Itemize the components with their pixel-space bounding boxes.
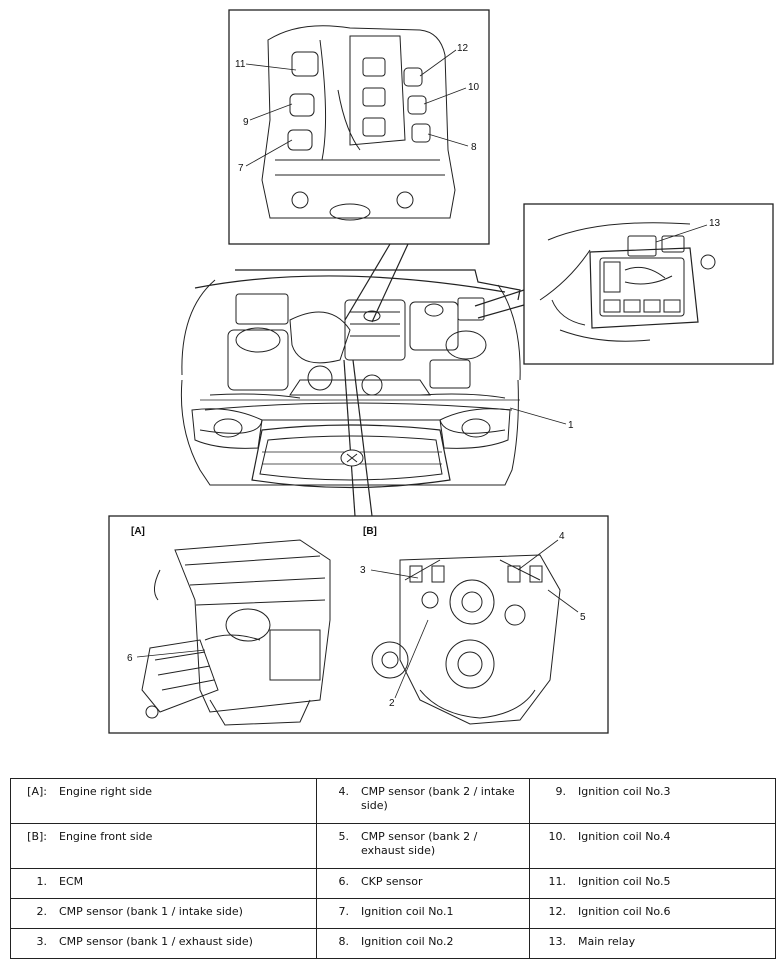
legend-text: CMP sensor (bank 1 / intake side) bbox=[59, 905, 243, 918]
legend-key: 13. bbox=[548, 935, 567, 948]
callout-leaders bbox=[136, 49, 708, 699]
legend-key: 7. bbox=[338, 905, 350, 918]
callout-8: 8 bbox=[471, 142, 477, 153]
legend-text: Ignition coil No.1 bbox=[361, 905, 454, 918]
legend-row: 3. CMP sensor (bank 1 / exhaust side) 8. I… bbox=[10, 928, 776, 959]
legend-row: 2. CMP sensor (bank 1 / intake side) 7. Ig… bbox=[10, 898, 776, 929]
legend-text: CMP sensor (bank 2 / exhaust side) bbox=[361, 830, 478, 857]
legend-text: Ignition coil No.2 bbox=[361, 935, 454, 948]
callout-12: 12 bbox=[457, 43, 469, 54]
legend-table: [A]: Engine right side 4. CMP sensor (bank… bbox=[10, 778, 776, 959]
legend-text: Engine right side bbox=[59, 785, 153, 798]
legend-text: CKP sensor bbox=[361, 875, 423, 888]
inset-tag-b: [B] bbox=[363, 526, 377, 537]
callout-4: 4 bbox=[559, 531, 565, 542]
legend-text: CMP sensor (bank 2 / intake side) bbox=[361, 785, 515, 812]
callout-3: 3 bbox=[360, 565, 366, 576]
legend-text: CMP sensor (bank 1 / exhaust side) bbox=[59, 935, 253, 948]
legend-key: [A]: bbox=[27, 785, 47, 798]
legend-row: [A]: Engine right side 4. CMP sensor (bank… bbox=[10, 778, 776, 824]
legend-text: Ignition coil No.4 bbox=[578, 830, 671, 843]
legend-key: 4. bbox=[338, 785, 350, 798]
callout-9: 9 bbox=[243, 117, 249, 128]
legend-text: Ignition coil No.5 bbox=[578, 875, 671, 888]
callout-10: 10 bbox=[468, 82, 480, 93]
legend-key: 2. bbox=[36, 905, 48, 918]
legend-key: [B]: bbox=[27, 830, 47, 843]
legend-key: 9. bbox=[555, 785, 567, 798]
callout-1: 1 bbox=[568, 420, 574, 431]
legend-key: 10. bbox=[548, 830, 567, 843]
callout-11: 11 bbox=[235, 59, 246, 70]
callout-6: 6 bbox=[127, 653, 133, 664]
legend-key: 8. bbox=[338, 935, 350, 948]
callout-13: 13 bbox=[709, 218, 721, 229]
callout-5: 5 bbox=[580, 612, 586, 623]
component-location-diagram: [A] [B] 1 2 3 4 5 6 7 8 9 10 11 12 13 bbox=[108, 9, 774, 734]
legend-text: ECM bbox=[59, 875, 84, 888]
legend-key: 1. bbox=[36, 875, 48, 888]
legend-row: [B]: Engine front side 5. CMP sensor (bank… bbox=[10, 823, 776, 869]
legend-text: Main relay bbox=[578, 935, 636, 948]
legend-text: Ignition coil No.3 bbox=[578, 785, 671, 798]
legend-text: Ignition coil No.6 bbox=[578, 905, 671, 918]
legend-key: 3. bbox=[36, 935, 48, 948]
callout-7: 7 bbox=[238, 163, 244, 174]
legend-text: Engine front side bbox=[59, 830, 153, 843]
ecm-relay-box-inset bbox=[523, 203, 774, 365]
engine-side-views-inset bbox=[108, 515, 609, 734]
vehicle-engine-bay-illustration bbox=[180, 269, 521, 489]
legend-row: 1. ECM 6. CKP sensor 11. Ignition coil No.5 bbox=[10, 868, 776, 899]
legend-key: 11. bbox=[548, 875, 567, 888]
inset-tag-a: [A] bbox=[131, 526, 145, 537]
legend-key: 6. bbox=[338, 875, 350, 888]
engine-top-view-inset bbox=[228, 9, 490, 245]
inset-leader-lines bbox=[343, 243, 525, 517]
legend-key: 5. bbox=[338, 830, 350, 843]
callout-2: 2 bbox=[389, 698, 395, 709]
legend-key: 12. bbox=[548, 905, 567, 918]
